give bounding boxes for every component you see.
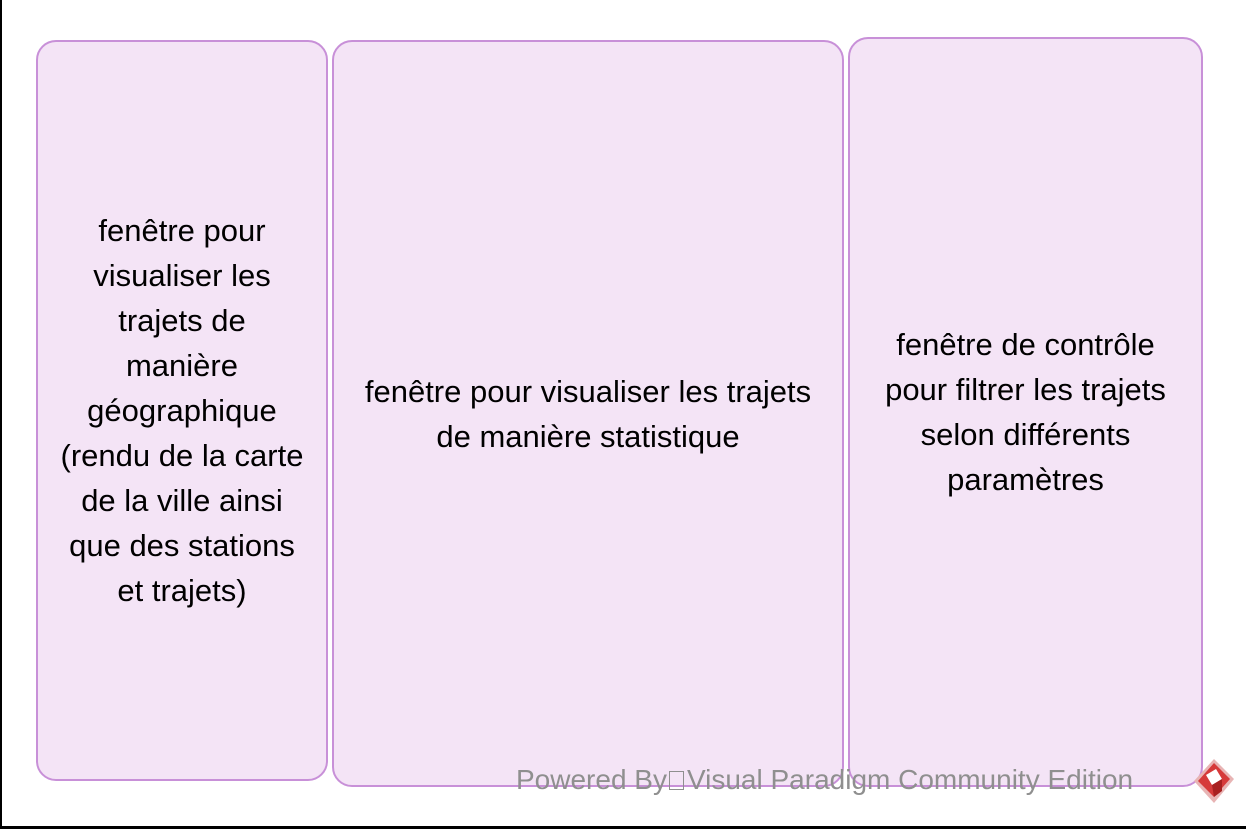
statistical-view-window-box[interactable]: fenêtre pour visualiser les trajets de m…	[332, 40, 844, 787]
visual-paradigm-logo-icon	[1194, 759, 1234, 803]
control-window-box[interactable]: fenêtre de contrôle pour filtrer les tra…	[848, 37, 1203, 787]
missing-glyph-icon	[668, 770, 684, 790]
geographic-view-window-label: fenêtre pour visualiser les trajets de m…	[60, 213, 304, 608]
control-window-label: fenêtre de contrôle pour filtrer les tra…	[885, 327, 1166, 497]
geographic-view-window-box[interactable]: fenêtre pour visualiser les trajets de m…	[36, 40, 328, 781]
watermark-suffix: Visual Paradigm Community Edition	[686, 764, 1134, 795]
watermark-prefix: Powered By	[516, 764, 667, 795]
powered-by-watermark: Powered By Visual Paradigm Community Edi…	[516, 764, 1133, 796]
statistical-view-window-label: fenêtre pour visualiser les trajets de m…	[364, 373, 812, 454]
